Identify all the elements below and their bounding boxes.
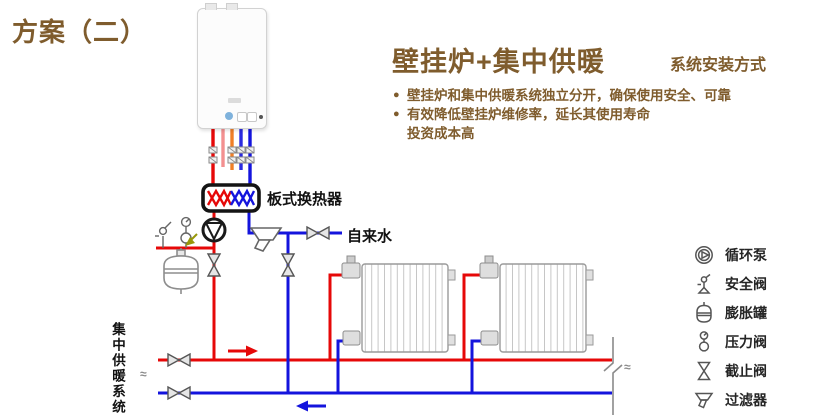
legend-label: 循环泵 — [725, 246, 767, 263]
plate-heat-exchanger — [201, 183, 261, 213]
pressure-valve — [180, 216, 192, 248]
tap-water-label: 自来水 — [347, 228, 393, 245]
legend-label: 截止阀 — [725, 362, 767, 379]
note-text: 投资成本高 — [407, 126, 475, 141]
legend: 循环泵 安全阀 膨胀罐 — [691, 240, 767, 414]
legend-item: 膨胀罐 — [691, 298, 767, 327]
wall-hung-boiler — [197, 3, 267, 129]
flue-stub — [205, 3, 217, 10]
boiler-knob — [225, 112, 233, 120]
pipe-continues-symbol: ≈ — [140, 367, 147, 381]
legend-label: 过滤器 — [725, 391, 767, 408]
stop-valves — [167, 226, 330, 400]
feature-bullets: ● 壁挂炉和集中供暖系统独立分开，确保使用安全、可靠 ● 有效降低壁挂炉维修率，… — [393, 86, 813, 143]
pipe-break-mark — [603, 337, 623, 415]
boiler-pipe-stubs — [208, 127, 255, 186]
bullet-item: ● 有效降低壁挂炉维修率，延长其使用寿命 — [393, 105, 813, 124]
legend-item: 安全阀 — [691, 269, 767, 298]
expansion-tank-icon — [691, 301, 717, 325]
pressure-valve-icon — [691, 330, 717, 354]
stop-valve-icon — [691, 359, 717, 383]
legend-label: 安全阀 — [725, 275, 767, 292]
boiler-indicator — [259, 115, 263, 119]
legend-label: 压力阀 — [725, 333, 767, 350]
bullet-item: ● 壁挂炉和集中供暖系统独立分开，确保使用安全、可靠 — [393, 86, 813, 105]
radiator-1 — [341, 255, 456, 353]
safety-valve — [155, 221, 172, 248]
pipe-continues-symbol: ≈ — [624, 360, 631, 374]
boiler-button — [247, 112, 257, 122]
boiler-display — [228, 98, 241, 103]
radiator-2 — [479, 255, 594, 353]
supply-flow-arrow — [228, 345, 258, 357]
expansion-tank — [163, 248, 199, 294]
flue-stub — [226, 3, 238, 10]
page-title: 壁挂炉+集中供暖 — [392, 47, 605, 77]
safety-valve-icon — [691, 272, 717, 296]
boiler-button — [237, 112, 247, 122]
legend-item: 截止阀 — [691, 356, 767, 385]
filter-icon — [691, 388, 717, 412]
filter — [249, 227, 283, 252]
bullet-marker: ● — [393, 108, 400, 120]
bullet-text: 壁挂炉和集中供暖系统独立分开，确保使用安全、可靠 — [407, 88, 731, 103]
circulation-pump-icon — [691, 243, 717, 267]
bullet-text: 有效降低壁挂炉维修率，延长其使用寿命 — [407, 107, 650, 122]
return-flow-arrow — [296, 400, 326, 412]
legend-item: 循环泵 — [691, 240, 767, 269]
drain-arrow — [185, 233, 198, 246]
circulation-pump — [201, 217, 227, 243]
heat-exchanger-label: 板式换热器 — [267, 191, 343, 208]
legend-item: 过滤器 — [691, 385, 767, 414]
page-subtitle: 系统安装方式 — [670, 57, 767, 74]
legend-label: 膨胀罐 — [725, 304, 767, 321]
scheme-label: 方案（二） — [12, 17, 148, 47]
legend-item: 压力阀 — [691, 327, 767, 356]
district-heating-label: 集中供暖系统 — [110, 322, 125, 415]
bullet-marker: ● — [393, 89, 400, 101]
